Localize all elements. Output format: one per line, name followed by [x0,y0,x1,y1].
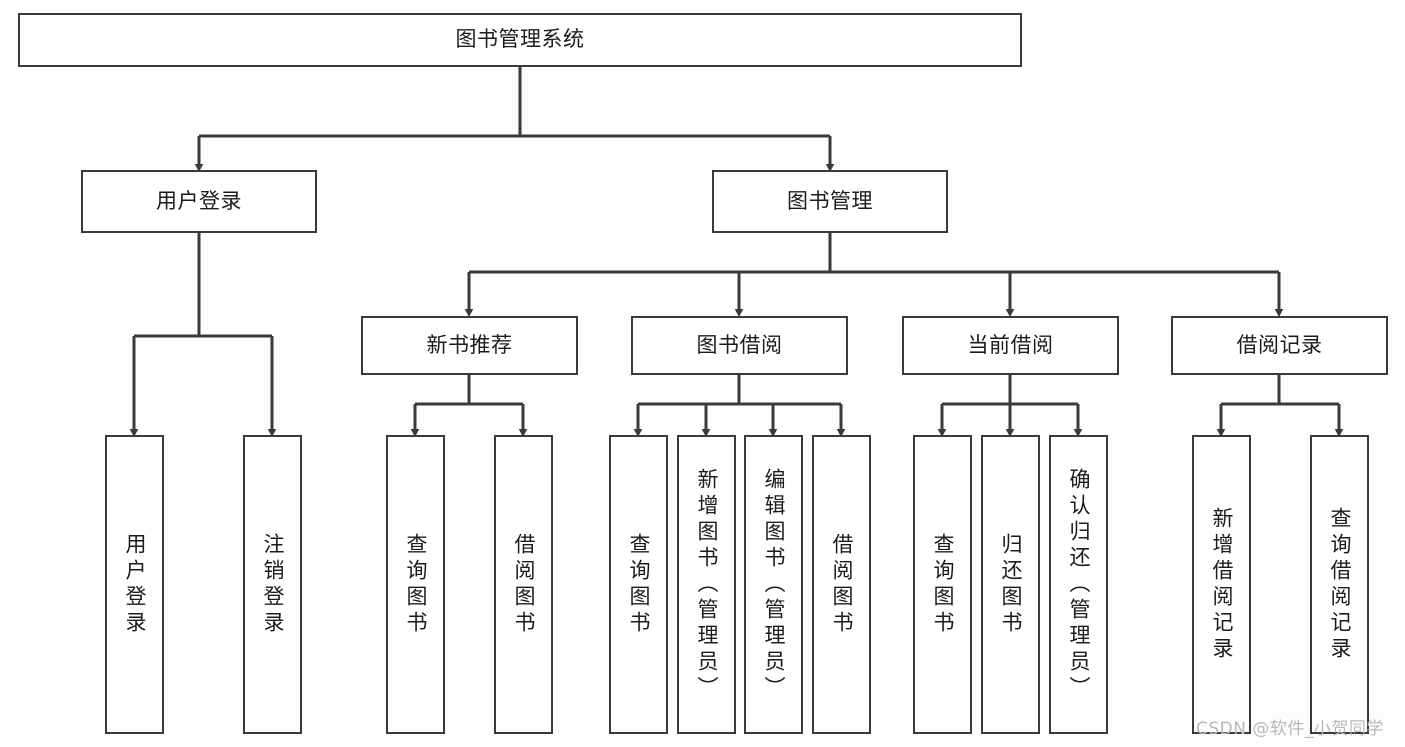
connector-group-new-book-rec [410,375,528,437]
node-label-leaf-query-book-1: 查询图书 [404,532,428,637]
node-leaf-query-book-2[interactable]: 查询图书 [609,435,668,734]
node-label-leaf-add-record: 新增借阅记录 [1210,506,1234,663]
node-label-leaf-logout: 注销登录 [261,532,285,637]
connector-group-borrow-record [1216,375,1344,437]
node-label-user-login: 用户登录 [156,188,242,213]
connector-group-root [194,67,835,172]
node-label-leaf-query-book-3: 查询图书 [931,532,955,637]
node-label-leaf-query-record: 查询借阅记录 [1328,506,1352,663]
node-label-leaf-user-login: 用户登录 [123,532,147,637]
node-current-borrow[interactable]: 当前借阅 [902,316,1119,375]
node-label-root: 图书管理系统 [455,27,585,52]
node-leaf-add-book[interactable]: 新增图书（管理员） [677,435,736,734]
node-leaf-query-book-3[interactable]: 查询图书 [913,435,972,734]
node-label-leaf-return-book: 归还图书 [999,532,1023,637]
node-label-leaf-add-book: 新增图书（管理员） [695,467,719,702]
connector-group-user-login [129,233,277,437]
node-leaf-query-record[interactable]: 查询借阅记录 [1310,435,1369,734]
node-label-borrow-record: 借阅记录 [1236,332,1323,357]
node-label-leaf-edit-book: 编辑图书（管理员） [762,467,786,702]
node-label-leaf-borrow-book-1: 借阅图书 [512,532,536,637]
node-label-leaf-confirm-return: 确认归还（管理员） [1067,467,1091,702]
node-label-current-borrow: 当前借阅 [967,332,1054,357]
node-label-leaf-query-book-2: 查询图书 [627,532,651,637]
node-label-new-book-rec: 新书推荐 [426,332,513,357]
connector-group-book-manage [464,233,1284,317]
connector-group-current-borrow [937,375,1083,437]
node-leaf-edit-book[interactable]: 编辑图书（管理员） [744,435,803,734]
node-leaf-borrow-book-1[interactable]: 借阅图书 [494,435,553,734]
node-label-book-manage: 图书管理 [787,188,873,213]
node-user-login[interactable]: 用户登录 [81,170,317,233]
node-leaf-confirm-return[interactable]: 确认归还（管理员） [1049,435,1108,734]
node-leaf-query-book-1[interactable]: 查询图书 [386,435,445,734]
node-book-manage[interactable]: 图书管理 [712,170,948,233]
node-label-leaf-borrow-book-2: 借阅图书 [830,532,854,637]
connector-group-book-borrow [633,375,846,437]
node-new-book-rec[interactable]: 新书推荐 [361,316,578,375]
node-leaf-logout[interactable]: 注销登录 [243,435,302,734]
node-leaf-add-record[interactable]: 新增借阅记录 [1192,435,1251,734]
node-borrow-record[interactable]: 借阅记录 [1171,316,1388,375]
node-leaf-return-book[interactable]: 归还图书 [981,435,1040,734]
node-book-borrow[interactable]: 图书借阅 [631,316,848,375]
node-leaf-user-login[interactable]: 用户登录 [105,435,164,734]
node-root[interactable]: 图书管理系统 [18,13,1022,67]
node-label-book-borrow: 图书借阅 [696,332,783,357]
node-leaf-borrow-book-2[interactable]: 借阅图书 [812,435,871,734]
